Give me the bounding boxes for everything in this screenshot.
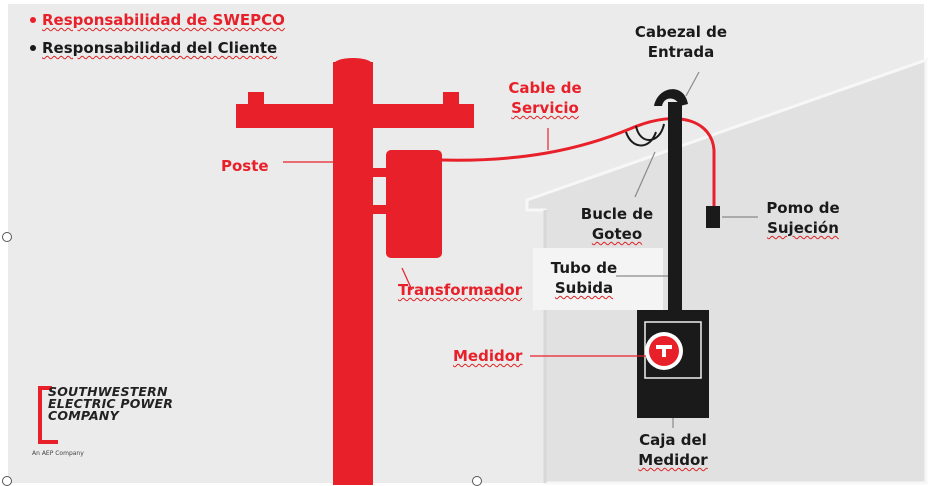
- label-bucle: Bucle de Goteo: [562, 204, 672, 244]
- label-tubo-line1: Tubo de: [550, 259, 618, 277]
- callout-cabezal: [685, 71, 700, 97]
- legend-swepco-text: Responsabilidad de SWEPCO: [42, 11, 285, 29]
- tubo-label-bg: [533, 248, 663, 310]
- label-poste: Poste: [221, 157, 269, 175]
- insulator-right: [443, 92, 459, 106]
- label-medidor: Medidor: [453, 347, 523, 365]
- label-cable: Cable de Servicio: [495, 78, 595, 118]
- label-caja-line1: Caja del: [639, 431, 707, 449]
- callout-transformador: [401, 267, 413, 291]
- transformer-bracket-top: [371, 168, 391, 177]
- legend-swepco: Responsabilidad de SWEPCO: [26, 10, 285, 30]
- resize-handle-left[interactable]: [2, 232, 12, 242]
- logo-bracket: [38, 386, 58, 444]
- label-pomo-line2: Sujeción: [767, 219, 839, 237]
- crossarm: [236, 104, 474, 128]
- pole-body: [333, 62, 373, 485]
- label-pomo: Pomo de Sujeción: [748, 198, 858, 238]
- legend-swepco-dot: [30, 16, 36, 23]
- logo-line2: ELECTRIC POWER: [48, 396, 174, 411]
- label-caja-line2: Medidor: [638, 451, 708, 469]
- service-cable: [440, 117, 716, 208]
- logo-sub: An AEP Company: [32, 450, 84, 457]
- label-tubo-line2: Subida: [554, 279, 614, 297]
- logo-text: SOUTHWESTERN ELECTRIC POWER COMPANY: [48, 384, 174, 423]
- meter-glyph-stem: [662, 348, 666, 357]
- drip-loop: [625, 123, 665, 147]
- label-cable-line2: Servicio: [511, 99, 579, 117]
- insulator-left: [248, 92, 264, 106]
- label-bucle-line1: Bucle de: [580, 205, 654, 223]
- logo-line1: SOUTHWESTERN: [48, 384, 168, 399]
- riser-mast: [668, 102, 682, 312]
- label-bucle-line2: Goteo: [591, 225, 643, 243]
- transformer-bracket-bottom: [371, 205, 391, 214]
- pole-top: [333, 58, 373, 72]
- label-cabezal-line2: Entrada: [647, 43, 715, 61]
- label-cabezal-line1: Cabezal de: [634, 23, 728, 41]
- legend-cliente-text: Responsabilidad del Cliente: [42, 39, 278, 57]
- attachment-knob: [706, 206, 720, 228]
- meter-box-frame: [644, 321, 702, 379]
- label-cabezal: Cabezal de Entrada: [626, 22, 736, 62]
- label-tubo: Tubo de Subida: [534, 258, 634, 298]
- transformer-body: [386, 150, 442, 258]
- meter-glyph: [656, 345, 672, 349]
- callout-bucle: [634, 151, 656, 198]
- label-caja: Caja del Medidor: [618, 430, 728, 470]
- swepco-logo: SOUTHWESTERN ELECTRIC POWER COMPANY An A…: [30, 380, 220, 460]
- label-cable-line1: Cable de: [508, 79, 582, 97]
- legend-cliente: Responsabilidad del Cliente: [26, 38, 277, 58]
- weatherhead: [654, 89, 688, 106]
- legend-cliente-dot: [30, 44, 36, 51]
- label-pomo-line1: Pomo de: [766, 199, 840, 217]
- logo-line3: COMPANY: [48, 408, 119, 423]
- label-transformador: Transformador: [398, 281, 523, 299]
